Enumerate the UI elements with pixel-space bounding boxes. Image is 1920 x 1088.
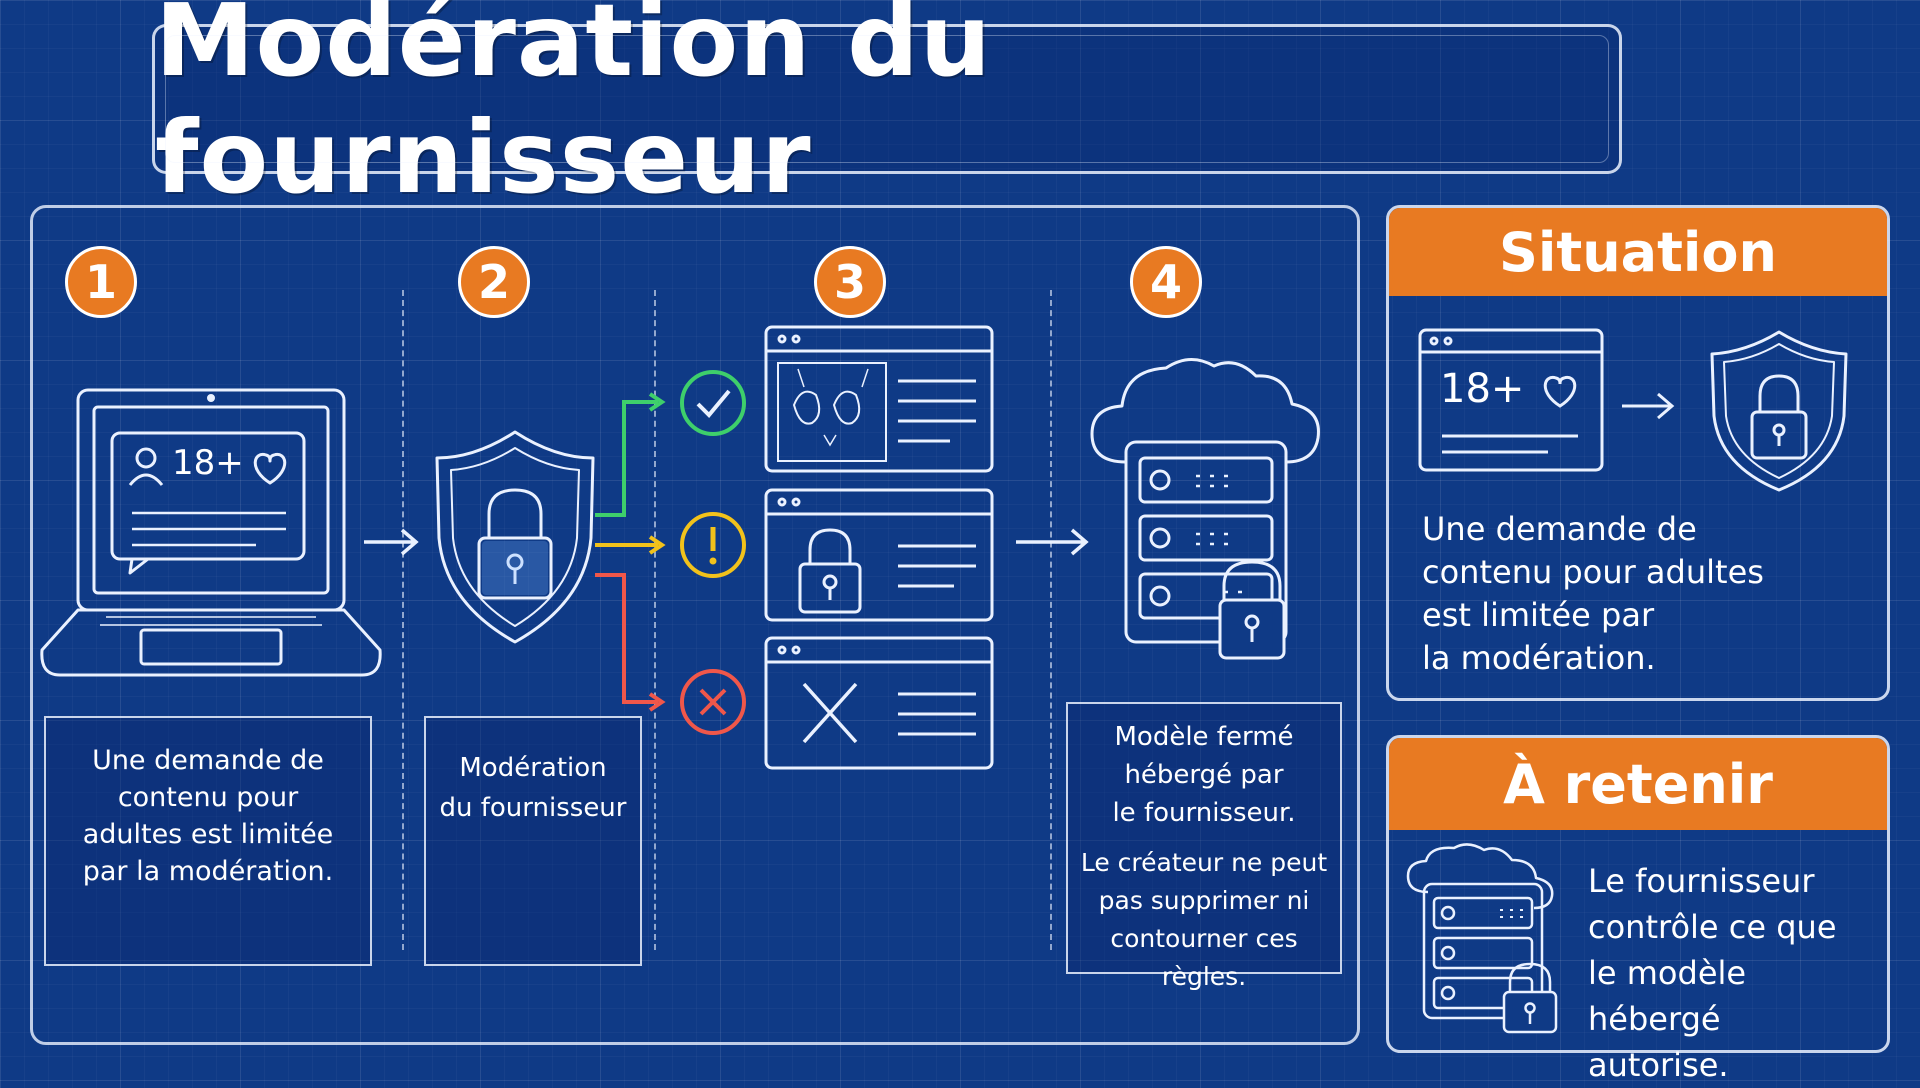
step-4-line-1: Modèle fermé <box>1114 722 1294 752</box>
step-4-badge: 4 <box>1130 246 1202 318</box>
step-1-description: Une demande de contenu pour adultes est … <box>44 716 372 966</box>
step-1-line-2: contenu pour <box>117 782 299 813</box>
step-1-line-1: Une demande de <box>92 745 324 776</box>
situation-text: Une demande de contenu pour adultes est … <box>1422 508 1862 680</box>
shield-lock-icon <box>435 430 595 644</box>
retain-line-2: contrôle ce que <box>1588 908 1837 946</box>
situation-line-3: est limitée par <box>1422 596 1655 634</box>
shield-lock-icon <box>1710 330 1848 492</box>
window-allowed-icon <box>764 325 994 473</box>
cloud-server-icon <box>1090 358 1320 660</box>
situation-line-2: contenu pour adultes <box>1422 553 1764 591</box>
cloud-server-icon <box>1406 843 1558 1034</box>
step-1-line-4: par la modération. <box>82 856 334 887</box>
retain-line-3: le modèle hébergé <box>1588 954 1747 1038</box>
window-locked-icon <box>764 488 994 622</box>
divider-2 <box>654 290 656 950</box>
check-icon <box>680 370 746 436</box>
laptop-icon <box>40 388 382 677</box>
step-4-note-line-3: contourner ces règles. <box>1110 924 1298 991</box>
retain-text: Le fournisseur contrôle ce que le modèle… <box>1588 858 1878 1088</box>
step-1-badge: 1 <box>65 246 137 318</box>
situation-header: Situation <box>1389 208 1887 296</box>
arrow-right-icon <box>1016 528 1089 556</box>
laptop-badge-text: 18+ <box>172 443 244 483</box>
branch-connectors <box>595 392 666 712</box>
step-4-note-line-1: Le créateur ne peut <box>1080 848 1328 877</box>
title-frame: Modération du fournisseur <box>152 0 1622 216</box>
blocked-icon <box>680 669 746 735</box>
step-2-description: Modération du fournisseur <box>424 716 642 966</box>
situation-badge-text: 18+ <box>1440 366 1525 412</box>
retain-line-1: Le fournisseur <box>1588 862 1815 900</box>
step-4-line-2: hébergé par <box>1124 760 1284 790</box>
retain-card: À retenir <box>1386 735 1890 1053</box>
adult-window-icon <box>1418 328 1604 472</box>
flow-panel <box>30 205 1360 1045</box>
page-title: Modération du fournisseur <box>155 0 992 216</box>
retain-header: À retenir <box>1389 738 1887 830</box>
situation-card: Situation <box>1386 205 1890 701</box>
step-2-line-1: Modération <box>459 753 607 783</box>
step-4-description: Modèle fermé hébergé par le fournisseur.… <box>1066 702 1342 991</box>
situation-line-4: la modération. <box>1422 639 1656 677</box>
warning-icon <box>680 512 746 578</box>
step-2-line-2: du fournisseur <box>439 793 627 823</box>
divider-1 <box>402 290 404 950</box>
window-blocked-icon <box>764 636 994 770</box>
situation-line-1: Une demande de <box>1422 510 1697 548</box>
step-3-badge: 3 <box>814 246 886 318</box>
arrow-right-icon <box>364 528 419 556</box>
step-2-badge: 2 <box>458 246 530 318</box>
step-4-note-line-2: pas supprimer ni <box>1098 886 1310 915</box>
arrow-right-icon <box>1622 392 1675 420</box>
divider-3 <box>1050 290 1052 950</box>
step-4-line-3: le fournisseur. <box>1112 798 1296 828</box>
retain-line-4: autorise. <box>1588 1046 1729 1084</box>
step-1-line-3: adultes est limitée <box>82 819 334 850</box>
